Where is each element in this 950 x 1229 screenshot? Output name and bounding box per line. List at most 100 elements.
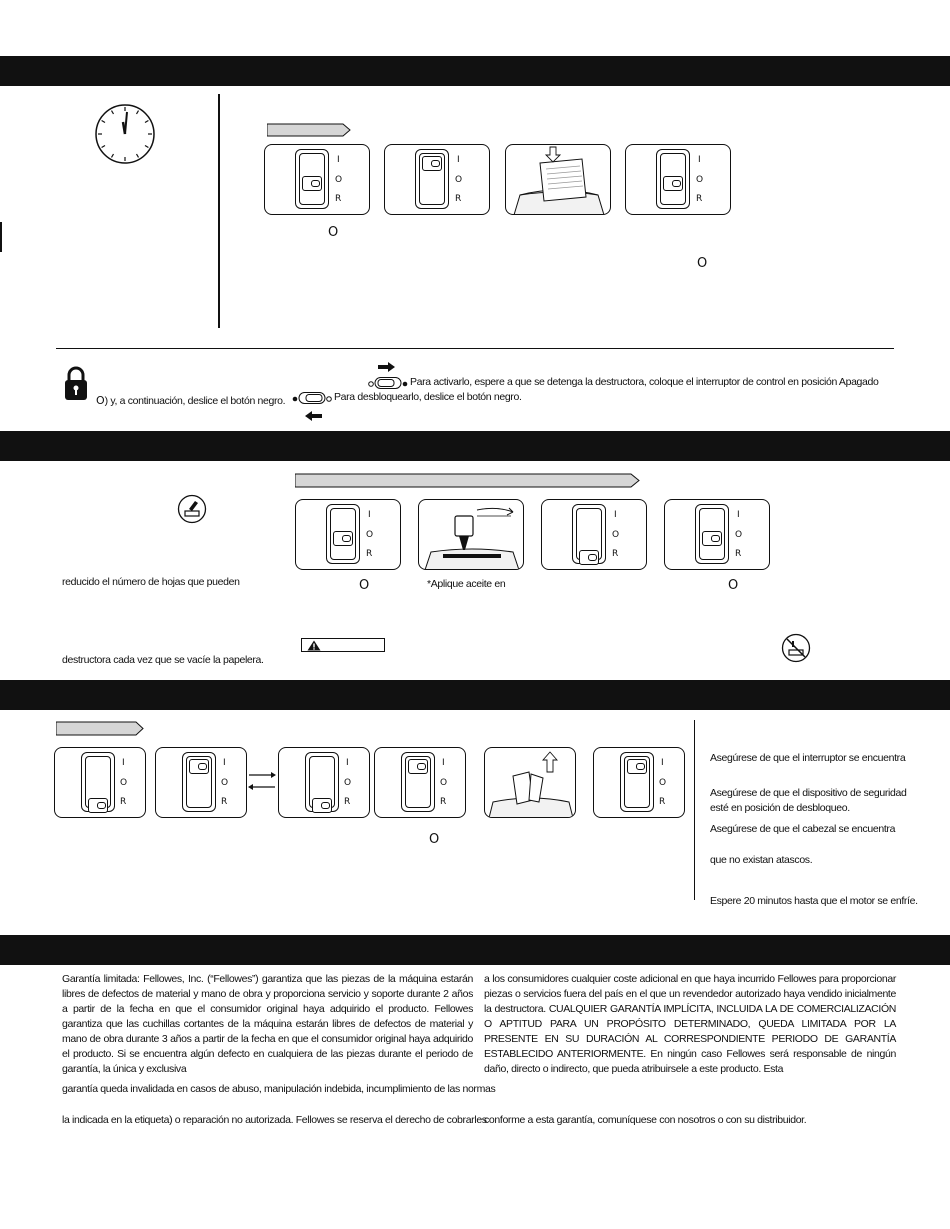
oil-icon <box>177 494 207 524</box>
maintenance-text: destructora cada vez que se vacíe la pap… <box>62 654 264 666</box>
checklist-item: Asegúrese de que el cabezal se encuentra <box>710 823 896 835</box>
column-divider <box>218 94 220 328</box>
switch-panel: I O R <box>295 499 401 570</box>
clock-icon <box>95 104 155 164</box>
lock-instructions-line2a: ) y, a continuación, deslice el botón ne… <box>104 395 286 407</box>
label-reverse: R <box>735 549 742 559</box>
label-on: I <box>698 155 701 165</box>
separator-line <box>56 348 894 349</box>
label-reverse: R <box>120 797 127 807</box>
label-reverse: R <box>344 797 351 807</box>
sequence-arrow <box>295 473 640 488</box>
lock-slider-locked-icon <box>368 377 408 389</box>
section-header-bar-operation <box>0 56 950 86</box>
control-switch <box>572 504 606 565</box>
caution-box <box>301 638 385 652</box>
switch-panel: I O R <box>664 499 770 570</box>
sequence-arrow <box>56 721 144 736</box>
label-off: O <box>344 778 352 788</box>
label-on: I <box>614 510 617 520</box>
section-header-bar-maintenance <box>0 431 950 461</box>
label-on: I <box>457 155 460 165</box>
section-header-bar-jam <box>0 680 950 710</box>
label-reverse: R <box>366 549 373 559</box>
switch-panel: I O R <box>374 747 466 818</box>
oil-application-illustration <box>424 507 520 569</box>
label-reverse: R <box>440 797 447 807</box>
label-on: I <box>337 155 340 165</box>
label-off: O <box>696 175 704 185</box>
label-on: I <box>346 758 349 768</box>
off-symbol: O <box>328 225 339 240</box>
remove-paper-illustration <box>488 751 574 817</box>
control-switch <box>295 149 329 209</box>
section-header-bar-warranty <box>0 935 950 965</box>
label-on: I <box>442 758 445 768</box>
arrow-right-icon <box>378 362 395 372</box>
sequence-arrow <box>267 123 351 137</box>
maintenance-text: reducido el número de hojas que pueden <box>62 576 240 588</box>
control-switch <box>182 752 216 812</box>
label-off: O <box>735 530 743 540</box>
label-off: O <box>440 778 448 788</box>
control-switch <box>415 149 449 209</box>
warranty-text-right: conforme a esta garantía, comuníquese co… <box>484 1114 807 1126</box>
label-on: I <box>661 758 664 768</box>
label-on: I <box>737 510 740 520</box>
control-switch <box>401 752 435 812</box>
off-symbol: O <box>96 394 105 407</box>
off-symbol: O <box>697 256 708 271</box>
control-switch <box>656 149 690 209</box>
warranty-text-left: la indicada en la etiqueta) o reparación… <box>62 1114 487 1126</box>
warning-icon <box>307 640 321 651</box>
switch-panel: I O R <box>54 747 146 818</box>
switch-panel: I O R <box>593 747 685 818</box>
control-switch <box>305 752 339 813</box>
off-symbol: O <box>359 578 370 593</box>
shredder-feeding-illustration <box>513 146 605 214</box>
lock-instructions-line1: Para activarlo, espere a que se detenga … <box>410 376 879 388</box>
label-off: O <box>120 778 128 788</box>
label-reverse: R <box>335 194 342 204</box>
label-off: O <box>612 530 620 540</box>
checklist-item: Asegúrese de que el dispositivo de segur… <box>710 787 907 799</box>
checklist-item: Espere 20 minutos hasta que el motor se … <box>710 895 918 907</box>
label-on: I <box>368 510 371 520</box>
shredder-paper-panel <box>505 144 611 215</box>
control-switch <box>695 504 729 564</box>
switch-panel: I O R <box>278 747 370 818</box>
warranty-text-left: garantía queda invalidada en casos de ab… <box>62 1083 496 1095</box>
checklist-item: Asegúrese de que el interruptor se encue… <box>710 752 906 764</box>
off-symbol: O <box>728 578 739 593</box>
switch-panel: I O R <box>541 499 647 570</box>
remove-jam-panel <box>484 747 576 818</box>
switch-panel: I O R <box>384 144 490 215</box>
no-aerosol-oil-icon <box>781 633 811 663</box>
off-symbol: O <box>429 832 440 847</box>
label-reverse: R <box>696 194 703 204</box>
label-off: O <box>455 175 463 185</box>
arrow-left-icon <box>305 411 322 421</box>
oil-note: *Aplique aceite en <box>427 578 506 590</box>
lock-slider-unlocked-icon <box>292 392 332 404</box>
control-switch <box>81 752 115 813</box>
control-switch <box>326 504 360 564</box>
label-on: I <box>223 758 226 768</box>
checklist-item: que no existan atascos. <box>710 854 813 866</box>
label-off: O <box>659 778 667 788</box>
unlock-instructions: Para desbloquearlo, deslice el botón neg… <box>334 391 522 403</box>
warranty-text-right: a los consumidores cualquier coste adici… <box>484 973 896 1075</box>
column-divider <box>694 720 695 900</box>
lock-instructions-line2: O) y, a continuación, deslice el botón n… <box>96 391 286 409</box>
label-off: O <box>366 530 374 540</box>
checklist-item: esté en posición de desbloqueo. <box>710 802 850 814</box>
padlock-icon <box>65 366 87 400</box>
oil-application-panel <box>418 499 524 570</box>
label-reverse: R <box>612 549 619 559</box>
switch-panel: I O R <box>155 747 247 818</box>
edge-mark <box>0 222 2 252</box>
control-switch <box>620 752 654 812</box>
switch-panel: I O R <box>264 144 370 215</box>
label-on: I <box>122 758 125 768</box>
label-off: O <box>221 778 229 788</box>
